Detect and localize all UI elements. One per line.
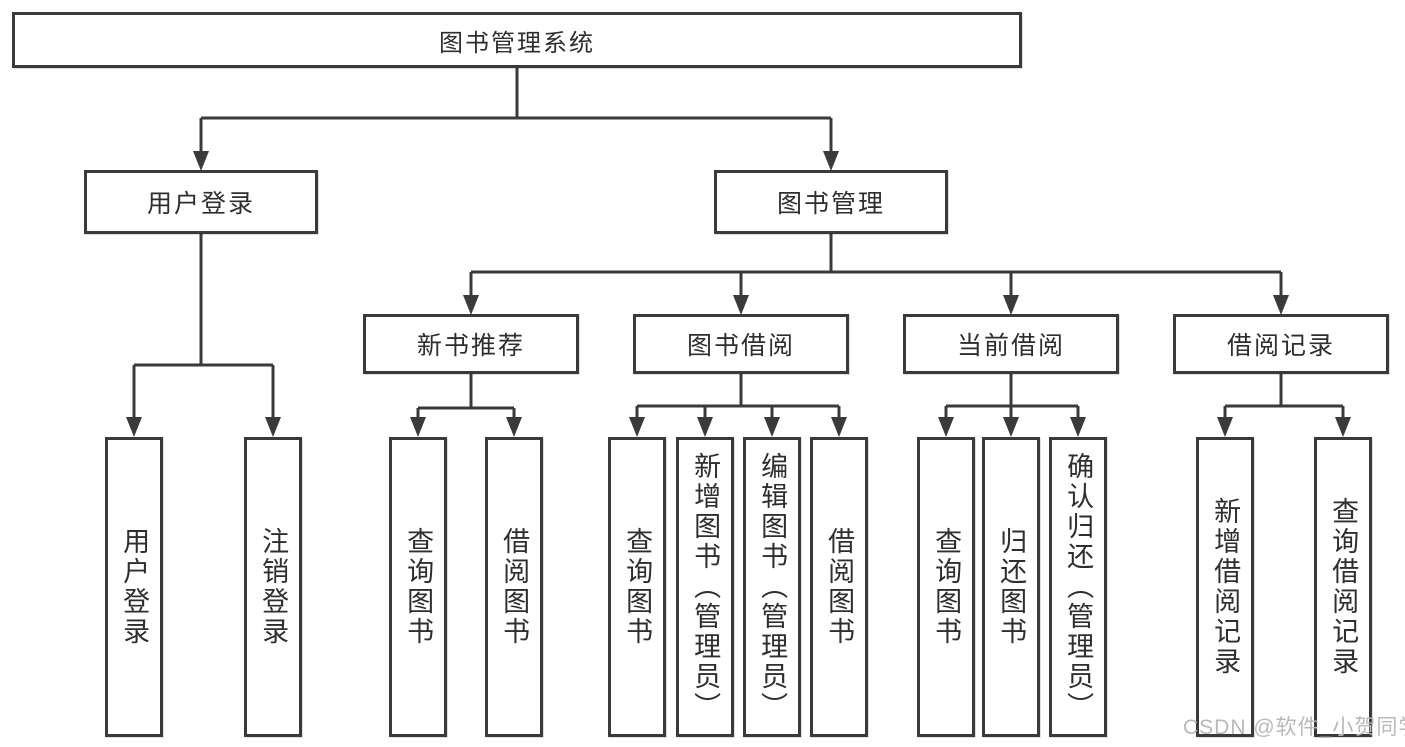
node-label: 编辑图书（管理员）	[757, 452, 788, 722]
connector-book-mgmt-to-level3	[469, 234, 1283, 298]
leaf-bb-borrow-books: 借阅图书	[810, 437, 868, 737]
leaf-br-query-record: 查询借阅记录	[1314, 437, 1372, 737]
node-book-borrowing: 图书借阅	[633, 314, 849, 374]
node-label: 用户登录	[119, 527, 150, 647]
leaf-user-login: 用户登录	[105, 437, 163, 737]
leaf-logout: 注销登录	[244, 437, 302, 737]
node-label: 当前借阅	[956, 332, 1065, 360]
connector-user-login-to-leaves	[132, 234, 275, 420]
leaf-br-add-record: 新增借阅记录	[1196, 437, 1254, 737]
leaf-cb-return-books: 归还图书	[982, 437, 1040, 737]
node-label: 注销登录	[258, 527, 289, 647]
node-label: 图书管理	[776, 190, 885, 218]
leaf-cb-query-books: 查询图书	[917, 437, 975, 737]
node-label: 查询图书	[622, 527, 653, 647]
arrowheads	[126, 151, 1351, 437]
leaf-bb-query-books: 查询图书	[608, 437, 666, 737]
node-label: 归还图书	[996, 527, 1027, 647]
node-current-borrowing: 当前借阅	[903, 314, 1119, 374]
connector-borrow-records-to-leaves	[1223, 374, 1345, 420]
node-label: 图书借阅	[686, 332, 795, 360]
node-new-book-recommend: 新书推荐	[363, 314, 579, 374]
node-label: 查询借阅记录	[1328, 497, 1359, 677]
node-label: 查询图书	[931, 527, 962, 647]
node-label: 图书管理系统	[439, 29, 595, 57]
node-label: 用户登录	[146, 190, 255, 218]
node-label: 新增图书（管理员）	[690, 452, 721, 722]
connector-current-borrow-to-leaves	[944, 374, 1080, 420]
node-borrow-records: 借阅记录	[1173, 314, 1389, 374]
leaf-nbr-borrow-books: 借阅图书	[485, 437, 543, 737]
leaf-nbr-query-books: 查询图书	[389, 437, 447, 737]
node-label: 新书推荐	[416, 332, 525, 360]
node-book-management: 图书管理	[714, 170, 948, 234]
csdn-watermark: CSDN @软件_小贺同学	[1183, 716, 1405, 739]
node-label: 新增借阅记录	[1210, 497, 1241, 677]
node-root-library-system: 图书管理系统	[12, 12, 1022, 68]
node-label: 查询图书	[403, 527, 434, 647]
node-label: 借阅图书	[824, 527, 855, 647]
node-label: 借阅图书	[499, 527, 530, 647]
leaf-bb-add-books-admin: 新增图书（管理员）	[676, 437, 734, 737]
node-label: 确认归还（管理员）	[1063, 452, 1094, 722]
connector-root-to-level2	[199, 68, 833, 154]
connector-new-book-rec-to-leaves	[416, 374, 516, 420]
leaf-bb-edit-books-admin: 编辑图书（管理员）	[743, 437, 801, 737]
node-label: 借阅记录	[1226, 332, 1335, 360]
node-user-login: 用户登录	[84, 170, 318, 234]
connector-book-borrow-to-leaves	[635, 374, 841, 420]
leaf-cb-confirm-return-admin: 确认归还（管理员）	[1049, 437, 1107, 737]
